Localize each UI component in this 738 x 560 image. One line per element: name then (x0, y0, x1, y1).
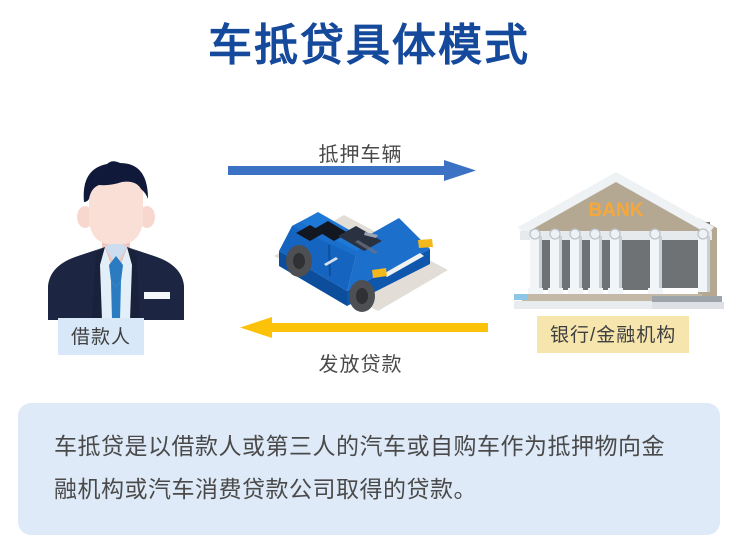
description-text: 车抵贷是以借款人或第三人的汽车或自购车作为抵押物向金融机构或汽车消费贷款公司取得… (54, 433, 665, 502)
process-flow-diagram: BANK (0, 130, 738, 395)
entity-label-bank: 银行/金融机构 (537, 316, 690, 353)
flow-label-pledge-vehicle: 抵押车辆 (318, 144, 403, 166)
bank-sign-text: BANK (589, 200, 644, 221)
flow-label-issue-loan: 发放贷款 (318, 354, 403, 376)
entity-label-borrower: 借款人 (58, 318, 145, 355)
businessman-avatar-icon (48, 155, 184, 320)
blue-car-icon (252, 178, 467, 318)
page-title: 车抵贷具体模式 (208, 21, 530, 70)
flow-arrow-issue-loan (228, 315, 493, 343)
flow-arrow-pledge-vehicle (228, 158, 493, 186)
description-panel: 车抵贷是以借款人或第三人的汽车或自购车作为抵押物向金融机构或汽车消费贷款公司取得… (18, 403, 720, 535)
bank-building-icon: BANK (512, 168, 727, 320)
